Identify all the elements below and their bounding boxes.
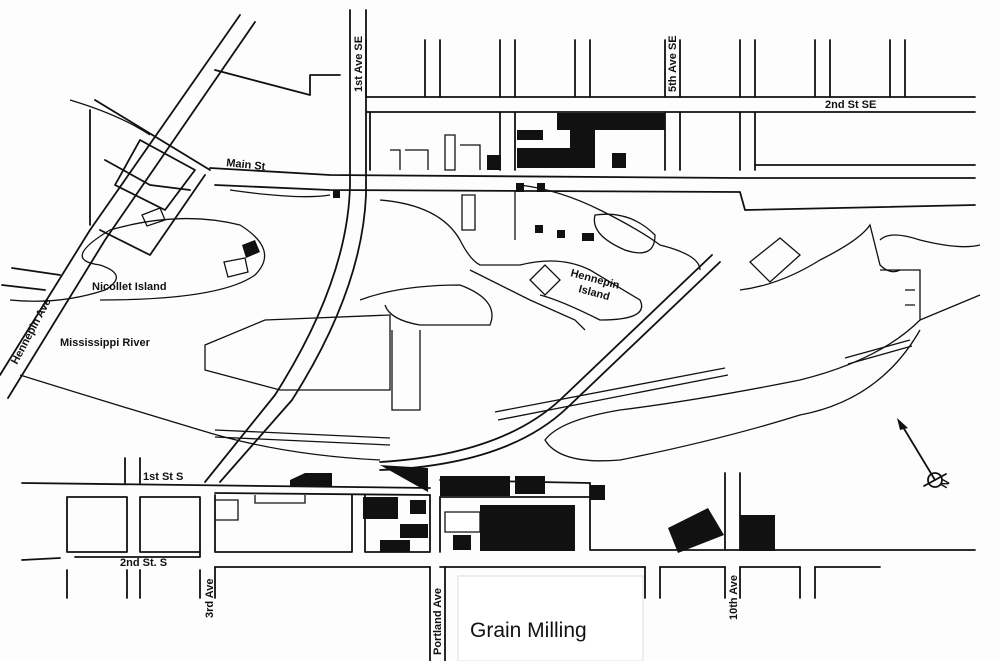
label-1st-st-s: 1st St S (143, 471, 183, 483)
label-mississippi-river: Mississippi River (60, 337, 151, 349)
bottom-street-grid (21, 457, 976, 661)
label-hennepin-ave: Hennepin Ave (9, 297, 54, 367)
label-nicollet-island: Nicollet Island (92, 281, 167, 293)
label-3rd-ave: 3rd Ave (204, 578, 216, 618)
compass-north-label: N (938, 478, 952, 491)
railroad-bridge (379, 254, 721, 471)
label-2nd-st-se: 2nd St SE (825, 99, 876, 111)
label-5th-ave-se: 5th Ave SE (667, 35, 679, 92)
title-box (457, 575, 644, 661)
river-shoreline (9, 99, 981, 462)
label-1st-ave-se: 1st Ave SE (353, 36, 365, 92)
label-10th-ave: 10th Ave (728, 575, 740, 620)
north-arrow-icon: N (897, 418, 953, 491)
top-street-grid (209, 39, 976, 211)
grain-mill-buildings (223, 113, 775, 553)
map-title: Grain Milling (470, 619, 587, 642)
label-main-st: Main St (226, 157, 266, 173)
label-2nd-st-s: 2nd St. S (120, 557, 167, 569)
label-portland-ave: Portland Ave (432, 588, 444, 655)
first-ave-se-road (204, 9, 367, 483)
hennepin-ave-road (0, 14, 341, 399)
